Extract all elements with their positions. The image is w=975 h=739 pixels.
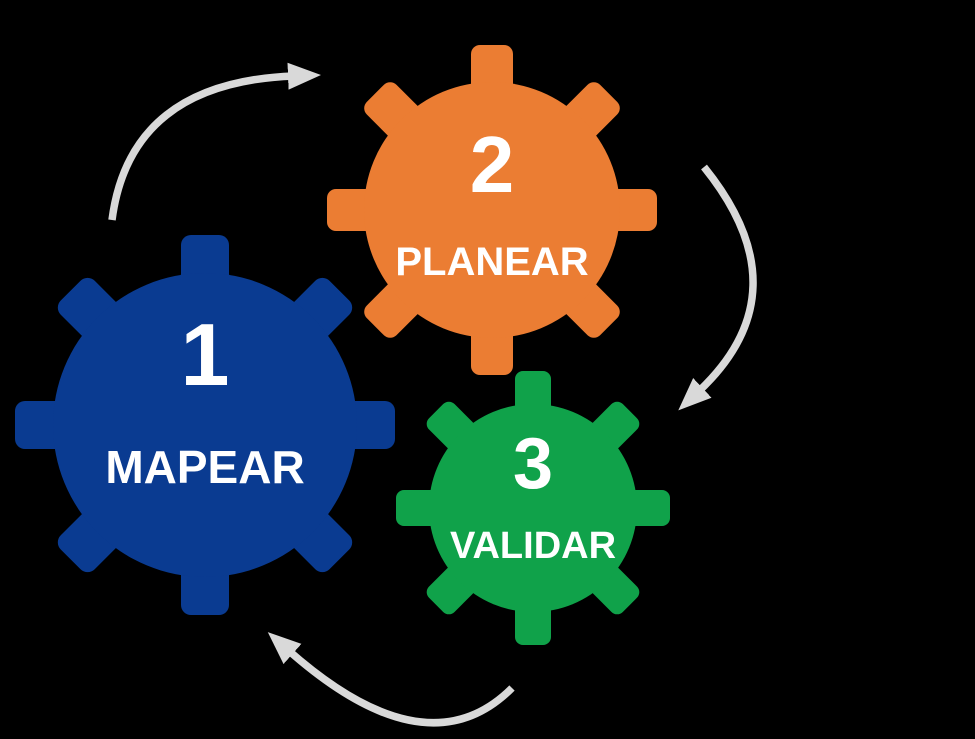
gear-validar-body-icon — [429, 404, 637, 612]
arrow-mapear-to-planear-icon — [108, 62, 321, 221]
gear-mapear-number: 1 — [181, 305, 230, 404]
gear-mapear-body-icon — [53, 273, 357, 577]
arrow-validar-to-mapear-icon — [267, 632, 515, 727]
arrow-planear-to-validar-icon — [678, 164, 757, 411]
gear-planear: 2 PLANEAR — [327, 45, 657, 375]
gear-mapear-label: MAPEAR — [105, 441, 304, 493]
gear-mapear: 1 MAPEAR — [15, 235, 395, 615]
gear-validar-label: VALIDAR — [450, 525, 616, 567]
gear-planear-label: PLANEAR — [395, 240, 588, 284]
gear-planear-number: 2 — [470, 120, 515, 209]
gear-validar: 3 VALIDAR — [396, 371, 670, 645]
gear-validar-number: 3 — [513, 424, 553, 504]
gear-planear-body-icon — [364, 82, 620, 338]
